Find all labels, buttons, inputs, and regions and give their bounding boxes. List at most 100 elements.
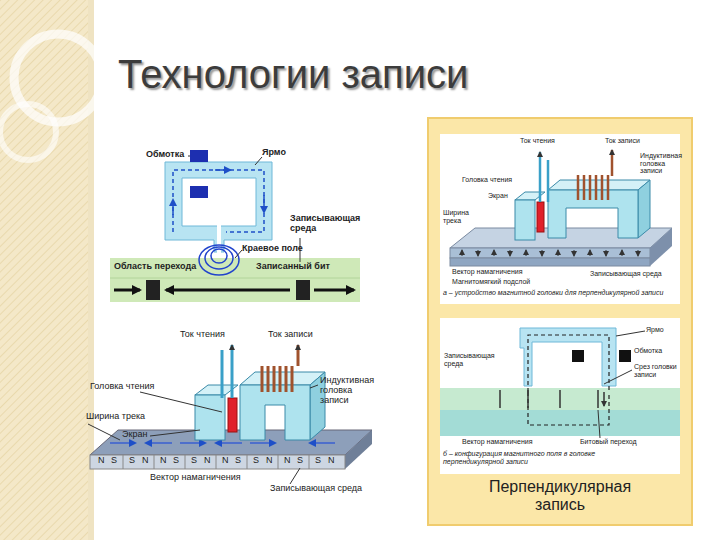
leader-line	[310, 385, 318, 388]
perpendicular-head-figure	[450, 150, 672, 266]
pole-letter: N	[284, 456, 291, 466]
pole-letter: S	[111, 456, 117, 466]
recording-layer	[450, 248, 650, 258]
read-lead	[231, 345, 234, 398]
flux-loop	[528, 335, 609, 425]
part-label: Обмотка	[634, 347, 676, 355]
decor-ring	[14, 34, 102, 122]
part-label: Записывающая среда	[270, 484, 380, 494]
part-label: а – устройство магнитной головки для пер…	[443, 289, 678, 297]
pole-letter: S	[129, 456, 135, 466]
figure-frame	[440, 318, 680, 474]
read-sensor	[228, 398, 237, 432]
leader-line	[255, 157, 262, 165]
soft-underlayer	[440, 410, 680, 436]
part-label: Записанный бит	[256, 262, 356, 272]
part-label: Головка чтения	[90, 382, 170, 392]
decor-strip	[0, 0, 102, 540]
pole-letter: S	[235, 456, 241, 466]
head-yoke	[520, 328, 616, 386]
medium-side	[650, 228, 672, 266]
part-label: Индуктивная головка записи	[320, 376, 378, 406]
fringe-field	[211, 249, 227, 263]
fringe-field	[205, 247, 233, 269]
transition-region	[146, 280, 160, 300]
recording-medium	[110, 258, 360, 302]
write-coil	[262, 366, 292, 392]
part-label: Ширина трека	[86, 412, 166, 422]
flux-loop	[173, 170, 264, 232]
longitudinal-figure	[110, 150, 360, 302]
part-label: б – конфигурация магнитного поля в голов…	[443, 450, 613, 465]
pole-letter: N	[98, 456, 105, 466]
pole-letter: N	[142, 456, 149, 466]
part-label: Экран	[122, 430, 162, 440]
part-label: Записывающая среда	[444, 352, 488, 367]
part-label: Вектор намагничения	[150, 473, 270, 483]
part-label: Вектор намагничения	[462, 438, 552, 446]
read-lead	[547, 160, 550, 202]
leader-line	[616, 331, 645, 336]
coil-section	[572, 350, 584, 362]
write-head-side	[638, 180, 650, 238]
shield	[515, 200, 535, 240]
figure-frame	[440, 134, 680, 304]
magnet-arrows	[110, 442, 335, 444]
part-label: Магнитомягкий подслой	[452, 278, 552, 286]
leader-line	[598, 410, 600, 438]
coil-section	[190, 150, 208, 162]
perpendicular-field-figure	[440, 328, 680, 438]
slide-title: Технологии записи	[118, 52, 468, 96]
pole-letter: N	[160, 456, 167, 466]
part-label: Вектор намагничения	[452, 268, 542, 276]
part-label: Ширина трека	[443, 209, 473, 224]
coil-section	[619, 350, 631, 362]
part-label: Записывающая среда	[590, 270, 670, 278]
part-label: Ярмо	[646, 326, 676, 334]
part-label: Ток записи	[605, 137, 650, 145]
pole-letter: N	[222, 456, 229, 466]
transition-region	[296, 280, 310, 300]
decor-ring	[0, 104, 56, 160]
coil-section	[190, 186, 208, 198]
write-coil	[578, 175, 608, 200]
pole-letter: S	[297, 456, 303, 466]
read-lead	[539, 152, 542, 202]
medium-top	[90, 430, 372, 455]
part-label: Битовый переход	[580, 438, 670, 446]
flux-arrow	[263, 195, 265, 212]
write-lead	[297, 345, 300, 366]
part-label: Индуктивная головка записи	[640, 152, 680, 175]
leader-line	[88, 424, 120, 440]
part-label: Головка чтения	[462, 176, 517, 184]
leader-line	[140, 392, 222, 412]
medium-side	[345, 430, 372, 469]
pole-letter: N	[204, 456, 211, 466]
read-lead	[221, 350, 224, 398]
pole-letter: S	[173, 456, 179, 466]
leader-line	[604, 370, 632, 384]
pole-letter: S	[253, 456, 259, 466]
write-head-top	[548, 180, 650, 190]
part-label: Краевое поле	[242, 244, 322, 254]
soft-underlayer	[450, 258, 650, 266]
part-label: Ток чтения	[520, 137, 565, 145]
leader-line	[235, 250, 242, 258]
fringe-field	[199, 245, 239, 275]
flux-arrow	[172, 200, 174, 215]
shield	[195, 395, 225, 440]
pole-letter: N	[266, 456, 273, 466]
magnet-arrow	[166, 289, 290, 292]
panel-caption: Перпендикулярная запись	[480, 478, 640, 515]
part-label: Обмотка	[146, 150, 191, 160]
part-label: Ток записи	[268, 330, 328, 340]
pole-letter: S	[315, 456, 321, 466]
write-head	[240, 385, 310, 440]
part-label: Область перехода	[114, 262, 214, 272]
part-label: Экран	[488, 192, 518, 200]
panel	[428, 118, 692, 525]
leader-line	[290, 468, 300, 484]
part-label: Ярмо	[262, 148, 302, 158]
magnet-arrows	[462, 250, 638, 256]
medium-front	[90, 455, 345, 469]
